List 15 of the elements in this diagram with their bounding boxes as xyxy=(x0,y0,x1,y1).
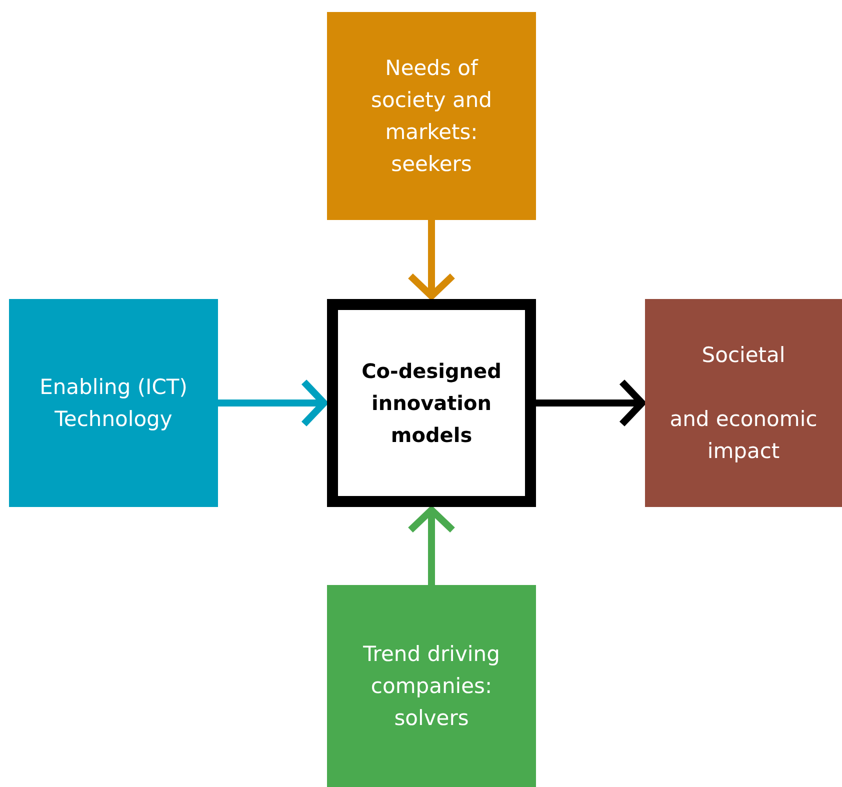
node-text: Enabling (ICT) Technology xyxy=(38,374,188,433)
node-text: Needs of society and markets: seekers xyxy=(370,55,493,178)
input-box xyxy=(9,299,218,507)
node-text: and economic impact xyxy=(668,406,818,465)
arrow xyxy=(407,220,456,300)
arrow xyxy=(218,378,328,428)
input-box xyxy=(327,12,536,220)
arrow xyxy=(407,506,456,585)
node-text: Societal xyxy=(702,342,786,369)
arrow xyxy=(536,378,646,428)
node-text: Trend driving companies: solvers xyxy=(362,641,501,732)
node-text: Co-designed innovation models xyxy=(360,358,502,449)
input-box xyxy=(645,299,842,507)
core-box xyxy=(327,299,536,507)
input-box xyxy=(327,585,536,787)
